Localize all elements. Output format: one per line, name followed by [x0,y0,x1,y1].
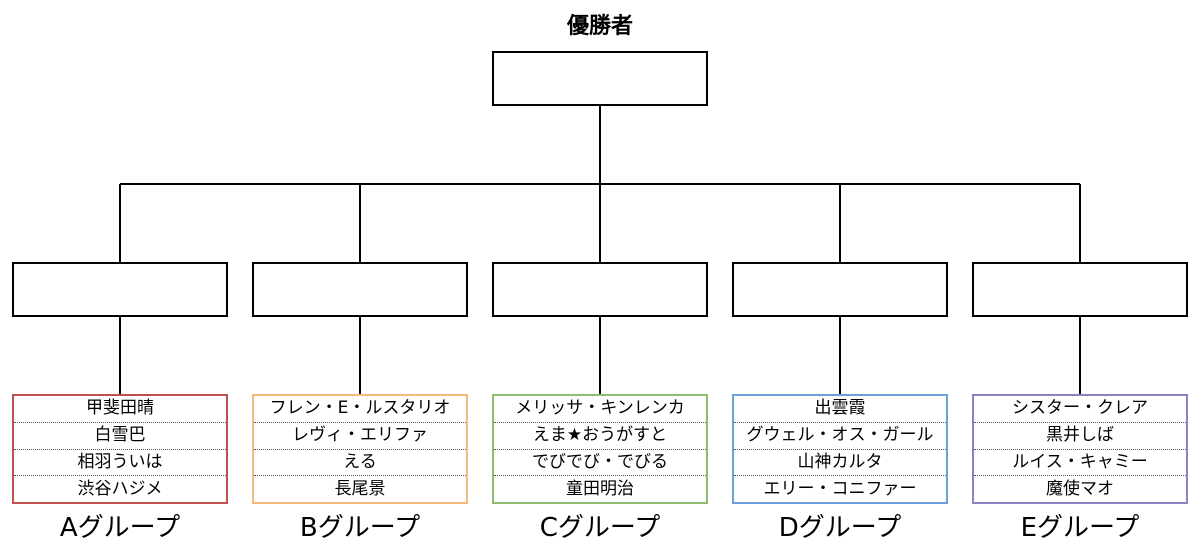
group-c-label: Cグループ [539,513,661,543]
group-c-winner-box [492,262,708,317]
member-item: レヴィ・エリファ [254,421,466,449]
member-item: 山神カルタ [734,448,946,476]
group-a-label: Aグループ [59,513,181,543]
member-item: メリッサ・キンレンカ [515,398,685,419]
member-item: 甲斐田晴 [86,398,154,419]
group-d-label: Dグループ [778,513,902,543]
member-item: 相羽ういは [14,448,226,476]
member-item: シスター・クレア [1012,398,1148,419]
group-a-winner-box [12,262,228,317]
winner-title: 優勝者 [566,14,633,39]
member-item: えま★おうがすと [494,421,706,449]
member-item: える [254,448,466,476]
group-d-winner-box [732,262,948,317]
member-item: エリー・コニファー [734,475,946,502]
group-d-member-list: 出雲霞 グウェル・オス・ガール 山神カルタ エリー・コニファー [732,394,948,504]
member-item: 魔使マオ [974,475,1186,502]
group-c-member-list: メリッサ・キンレンカ えま★おうがすと でびでび・でびる 童田明治 [492,394,708,504]
group-a-member-list: 甲斐田晴 白雪巴 相羽ういは 渋谷ハジメ [12,394,228,504]
member-item: 長尾景 [254,475,466,502]
member-item: 渋谷ハジメ [14,475,226,502]
member-item: 出雲霞 [814,398,866,419]
group-b-member-list: フレン・E・ルスタリオ レヴィ・エリファ える 長尾景 [252,394,468,504]
group-e-label: Eグループ [1020,513,1140,543]
member-item: グウェル・オス・ガール [734,421,946,449]
group-b-label: Bグループ [299,513,421,543]
group-e-member-list: シスター・クレア 黒井しば ルイス・キャミー 魔使マオ [972,394,1188,504]
group-b-winner-box [252,262,468,317]
group-e-winner-box [972,262,1188,317]
winner-box [492,51,708,106]
member-item: 黒井しば [974,421,1186,449]
member-item: フレン・E・ルスタリオ [269,398,451,419]
member-item: 白雪巴 [14,421,226,449]
member-item: 童田明治 [494,475,706,502]
member-item: ルイス・キャミー [974,448,1186,476]
member-item: でびでび・でびる [494,448,706,476]
